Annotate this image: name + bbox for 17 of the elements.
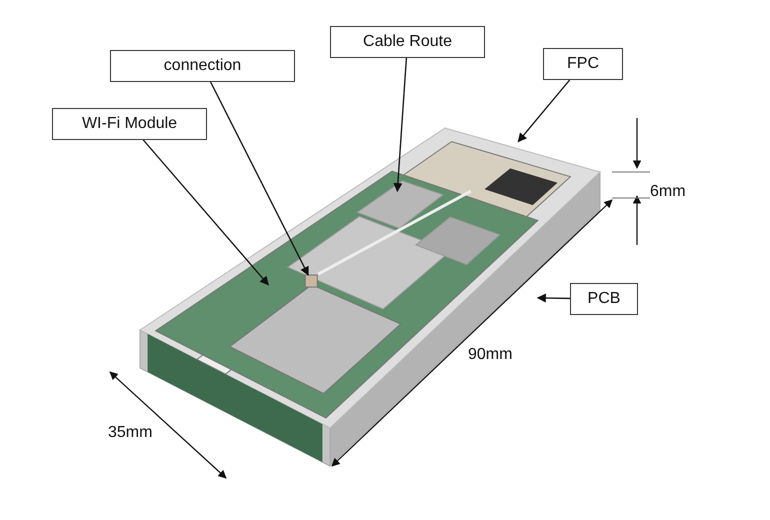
dimension-label: 6mm: [650, 183, 686, 201]
callout-label: WI-Fi Module: [52, 108, 207, 140]
leader-line: [393, 58, 408, 192]
connector: [304, 274, 318, 288]
cable: [318, 190, 472, 276]
pcb: [154, 170, 539, 419]
dimension-label: 35mm: [108, 424, 152, 442]
leader-line: [142, 140, 269, 286]
callout-label: Cable Route: [330, 26, 485, 58]
callout-label: FPC: [543, 48, 623, 80]
callout-label: PCB: [570, 283, 638, 315]
leader-line: [536, 293, 570, 303]
dimension-label: 90mm: [468, 346, 512, 364]
leader-line: [210, 82, 309, 276]
callout-label: connection: [110, 50, 295, 82]
wifi-module: [228, 284, 402, 394]
leader-line: [518, 80, 570, 142]
